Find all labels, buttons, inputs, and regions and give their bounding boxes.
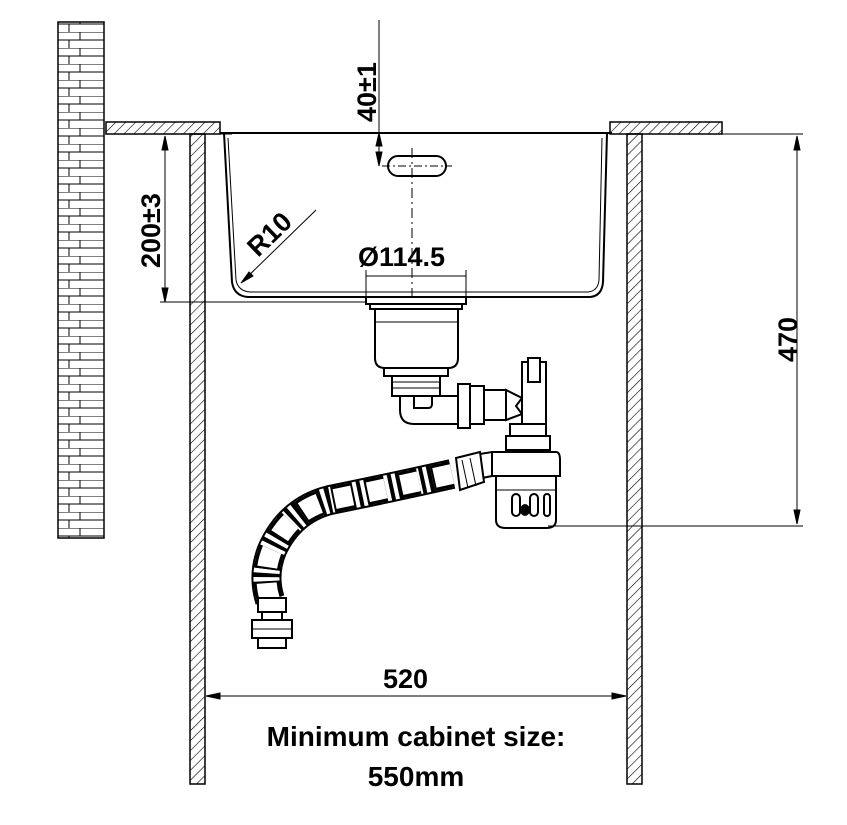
bowl-depth-label: 200±3 — [136, 193, 166, 268]
countertop-right — [609, 121, 723, 135]
corner-radius-label: R10 — [241, 206, 297, 262]
brick-wall — [57, 21, 105, 539]
total-depth-dimension — [548, 133, 803, 527]
caption-line-2: 550mm — [368, 761, 465, 792]
cabinet-width-label: 520 — [383, 664, 428, 694]
faucet-offset-label: 40±1 — [352, 62, 382, 122]
flexible-hose — [251, 459, 456, 605]
drain-diameter-label: Ø114.5 — [358, 242, 445, 272]
hose-end-fitting — [251, 597, 293, 649]
bowl-depth-dimension — [160, 133, 372, 303]
cabinet-wall-left — [189, 133, 206, 785]
caption-line-1: Minimum cabinet size: — [267, 721, 566, 752]
corner-radius-leader — [240, 209, 317, 284]
cabinet-wall-right — [626, 133, 643, 785]
drain-diameter-dimension — [365, 270, 467, 300]
trap-elbow — [399, 383, 524, 429]
drain-basket — [365, 296, 467, 397]
trap-body — [491, 357, 561, 529]
cabinet-width-dimension — [205, 692, 627, 700]
faucet-offset-dimension — [375, 20, 383, 167]
countertop-left — [105, 121, 221, 135]
hose-connector — [454, 450, 493, 492]
total-depth-label: 470 — [773, 317, 803, 362]
